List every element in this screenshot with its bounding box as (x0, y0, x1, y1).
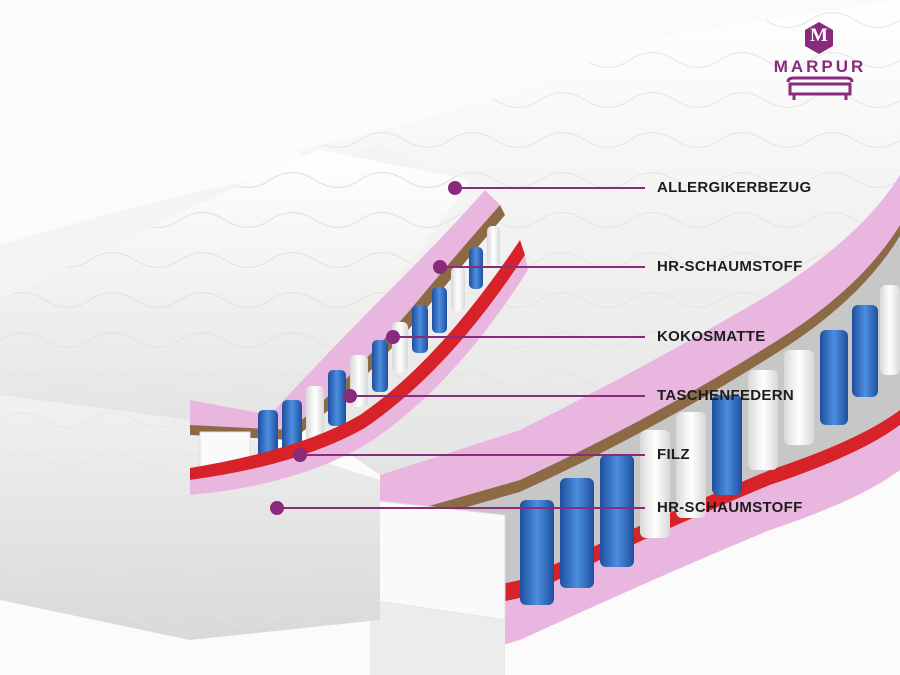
right-pocket-springs (520, 285, 900, 605)
layer-label-kokosmatte: KOKOSMATTE (657, 328, 766, 345)
brand-name: MARPUR (773, 57, 867, 76)
hexagon-icon (805, 22, 833, 54)
layer-label-hr-schaumstoff-bottom: HR-SCHAUMSTOFF (657, 499, 803, 516)
layer-label-taschenfedern: TASCHENFEDERN (657, 387, 794, 404)
brand-logo-graphic (786, 22, 854, 100)
brand-logo: M MARPUR (770, 20, 870, 105)
brand-monogram: M (810, 25, 828, 46)
callout-lines (270, 181, 645, 515)
layer-label-allergikerbezug: ALLERGIKERBEZUG (657, 179, 812, 196)
left-mattress (0, 145, 528, 640)
layer-label-filz: FILZ (657, 446, 690, 463)
sofa-icon (788, 82, 852, 96)
layer-label-hr-schaumstoff-top: HR-SCHAUMSTOFF (657, 258, 803, 275)
